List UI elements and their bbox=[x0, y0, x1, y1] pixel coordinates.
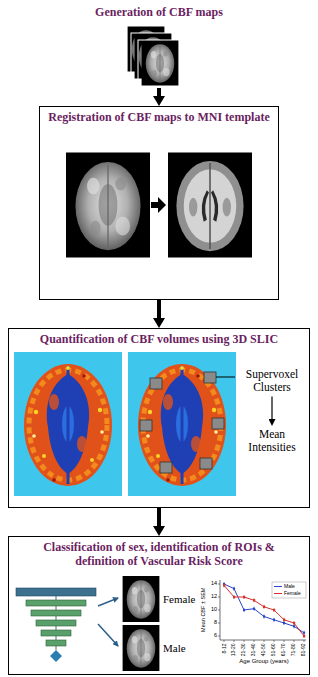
line-chart bbox=[274, 586, 282, 587]
slic-figure bbox=[14, 352, 236, 496]
sex-label: Male bbox=[163, 643, 186, 654]
flow-arrow bbox=[157, 300, 161, 318]
line-chart bbox=[224, 585, 304, 636]
stage-block: Generation of CBF maps bbox=[60, 2, 258, 88]
decision-tree-icon bbox=[98, 598, 118, 606]
stage-heading: Classification of sex, identification of… bbox=[34, 537, 284, 569]
registration-figure bbox=[168, 153, 252, 258]
line-chart bbox=[218, 580, 306, 642]
flow-arrow bbox=[271, 396, 272, 419]
decision-tree-icon bbox=[46, 640, 66, 646]
x-tick-label: 41-50 bbox=[262, 643, 267, 656]
slic-figure bbox=[200, 458, 212, 469]
slic-figure bbox=[216, 377, 235, 378]
x-axis-title: Age Group (years) bbox=[239, 658, 288, 664]
stage-heading: Registration of CBF maps to MNI template bbox=[40, 107, 278, 124]
y-tick-label: 8 bbox=[214, 620, 217, 626]
slic-figure bbox=[212, 418, 224, 429]
slic-figure bbox=[140, 420, 152, 431]
process-box: Registration of CBF maps to MNI template bbox=[39, 106, 279, 300]
decision-tree-icon bbox=[36, 620, 76, 626]
slic-figure bbox=[128, 352, 236, 496]
slic-figure bbox=[150, 378, 162, 389]
x-tick-label: 51-60 bbox=[272, 643, 277, 656]
x-tick-label: 61-70 bbox=[282, 643, 287, 656]
x-tick-label: 21-30 bbox=[242, 643, 247, 656]
decision-tree-icon bbox=[50, 650, 62, 662]
y-tick-label: 12 bbox=[211, 594, 217, 600]
registration-figure bbox=[151, 197, 166, 213]
slic-figure bbox=[160, 462, 172, 473]
cbf-map-stack bbox=[124, 26, 182, 86]
x-tick-label: 13-20 bbox=[232, 643, 237, 656]
line-chart bbox=[224, 640, 304, 642]
y-tick-label: 10 bbox=[211, 607, 217, 613]
legend-text: Female bbox=[284, 591, 301, 596]
line-chart bbox=[218, 584, 220, 636]
slic-figure bbox=[204, 372, 216, 383]
line-chart bbox=[224, 584, 304, 633]
line-chart bbox=[274, 593, 282, 594]
flow-arrow bbox=[157, 88, 161, 96]
sex-brain-images bbox=[123, 576, 160, 671]
decision-tree-icon bbox=[16, 588, 118, 662]
decision-tree-icon bbox=[98, 624, 118, 646]
sex-brain-images bbox=[123, 625, 160, 671]
registration-figure bbox=[66, 153, 252, 258]
slic-figure bbox=[140, 372, 224, 473]
x-tick-label: 8-12 bbox=[222, 643, 227, 653]
decision-tree-icon bbox=[16, 588, 96, 596]
y-axis-title: Mean CBF ± SEM bbox=[201, 588, 207, 632]
annotation-text: Supervoxel Clusters bbox=[238, 366, 306, 396]
stage-heading: Generation of CBF maps bbox=[60, 2, 258, 19]
y-tick-label: 14 bbox=[211, 581, 217, 587]
registration-figure bbox=[66, 153, 150, 258]
line-chart bbox=[224, 583, 304, 638]
annotation-text: Mean Intensities bbox=[238, 426, 306, 456]
annotation-node: Supervoxel Clusters bbox=[238, 366, 306, 396]
x-tick-label: 31-40 bbox=[252, 643, 257, 656]
flow-arrow bbox=[157, 508, 161, 526]
sex-brain-images bbox=[123, 576, 160, 622]
slic-figure bbox=[14, 352, 122, 496]
decision-tree-icon bbox=[31, 610, 81, 616]
x-tick-label: 81-92 bbox=[302, 643, 307, 656]
y-tick-label: 6 bbox=[214, 633, 217, 639]
decision-tree-icon bbox=[26, 600, 86, 646]
sex-label: Female bbox=[163, 594, 195, 605]
stage-heading: Quantification of CBF volumes using 3D S… bbox=[9, 329, 309, 346]
cbf-map-stack bbox=[142, 40, 179, 86]
legend-text: Male bbox=[284, 584, 295, 589]
decision-tree-icon bbox=[26, 600, 86, 606]
cbf-map-stack bbox=[138, 40, 182, 86]
annotation-node: Mean Intensities bbox=[238, 426, 306, 456]
line-chart bbox=[272, 582, 306, 598]
decision-tree-icon bbox=[41, 630, 71, 636]
line-chart bbox=[220, 580, 306, 640]
process-box: Quantification of CBF volumes using 3D S… bbox=[8, 328, 310, 508]
x-tick-label: 71-80 bbox=[292, 643, 297, 656]
